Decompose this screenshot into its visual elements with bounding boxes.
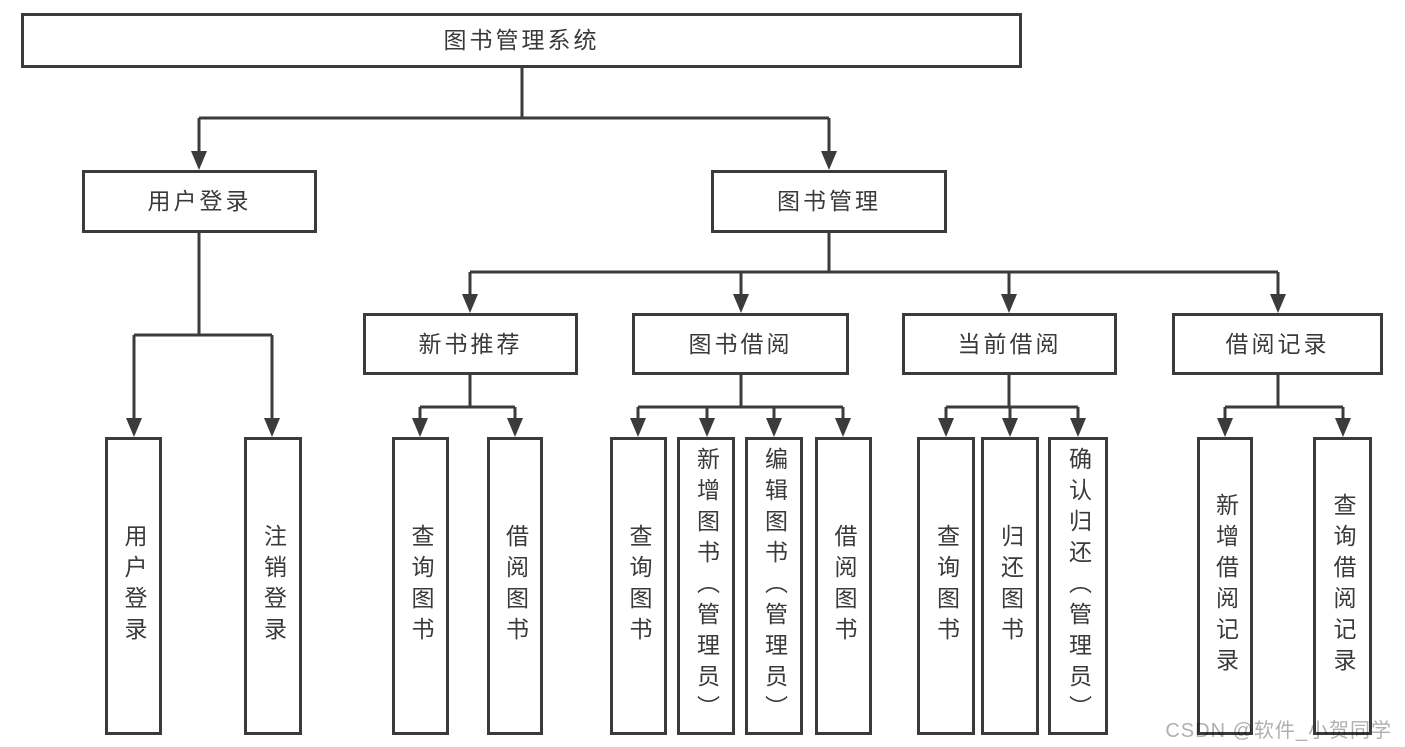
arrow-icon: [733, 294, 749, 313]
arrow-icon: [835, 418, 851, 437]
leaf-query-books-borrow: 查询图书: [610, 437, 667, 735]
leaf-borrow-books: 借阅图书: [815, 437, 872, 735]
arrow-icon: [630, 418, 646, 437]
node-new-book-recommend-label: 新书推荐: [418, 330, 523, 357]
leaf-add-books-admin: 新增图书（管理员）: [677, 437, 735, 735]
arrow-icon: [699, 418, 715, 437]
connector-book-borrow-children: [636, 375, 845, 420]
node-root-system-label: 图书管理系统: [443, 27, 600, 53]
node-user-login: 用户登录: [82, 170, 317, 233]
connector-root-to-level2: [197, 68, 831, 153]
leaf-confirm-return-admin: 确认归还（管理员）: [1048, 437, 1108, 735]
node-book-management: 图书管理: [711, 170, 947, 233]
leaf-user-login: 用户登录: [105, 437, 162, 735]
csdn-watermark: CSDN @软件_小贺同学: [1165, 720, 1392, 742]
arrow-icon: [412, 418, 428, 437]
arrow-icon: [264, 418, 280, 437]
connector-new-book-recommend-children: [418, 375, 517, 420]
leaf-return-books-label: 归还图书: [997, 524, 1024, 648]
arrow-icon: [1217, 418, 1233, 437]
leaf-query-books-current: 查询图书: [917, 437, 975, 735]
arrow-icon: [821, 151, 837, 170]
leaf-return-books: 归还图书: [981, 437, 1039, 735]
arrow-icon: [1002, 418, 1018, 437]
leaf-edit-books-admin-label: 编辑图书（管理员）: [761, 446, 788, 726]
arrow-icon: [462, 294, 478, 313]
arrow-icon: [1001, 294, 1017, 313]
arrow-icon: [1335, 418, 1351, 437]
arrow-icon: [191, 151, 207, 170]
leaf-add-books-admin-label: 新增图书（管理员）: [693, 446, 720, 726]
node-book-borrow-label: 图书借阅: [688, 330, 793, 357]
node-current-borrow: 当前借阅: [902, 313, 1117, 375]
arrow-icon: [126, 418, 142, 437]
node-book-management-label: 图书管理: [777, 188, 881, 214]
leaf-edit-books-admin: 编辑图书（管理员）: [745, 437, 803, 735]
leaf-borrow-books-label: 借阅图书: [831, 524, 857, 648]
connector-current-borrow-children: [944, 375, 1080, 420]
node-user-login-label: 用户登录: [147, 188, 252, 214]
leaf-add-borrow-record-label: 新增借阅记录: [1212, 493, 1239, 679]
leaf-query-books-current-label: 查询图书: [933, 524, 960, 648]
arrow-icon: [1070, 418, 1086, 437]
arrow-icon: [507, 418, 523, 437]
node-borrow-records: 借阅记录: [1172, 313, 1383, 375]
node-borrow-records-label: 借阅记录: [1225, 330, 1330, 357]
leaf-confirm-return-admin-label: 确认归还（管理员）: [1065, 446, 1092, 726]
node-root-system: 图书管理系统: [21, 13, 1022, 68]
node-current-borrow-label: 当前借阅: [957, 330, 1062, 357]
connector-user-login-children: [132, 233, 274, 420]
leaf-query-books-borrow-label: 查询图书: [626, 524, 652, 648]
leaf-logout-login: 注销登录: [244, 437, 302, 735]
node-new-book-recommend: 新书推荐: [363, 313, 578, 375]
arrowheads: [126, 151, 1351, 437]
leaf-query-books-recommend-label: 查询图书: [408, 524, 434, 648]
leaf-user-login-label: 用户登录: [121, 524, 147, 648]
leaf-query-borrow-record: 查询借阅记录: [1313, 437, 1372, 735]
connector-borrow-records-children: [1223, 375, 1345, 420]
leaf-query-books-recommend: 查询图书: [392, 437, 449, 735]
leaf-add-borrow-record: 新增借阅记录: [1197, 437, 1253, 735]
leaf-logout-login-label: 注销登录: [260, 524, 287, 648]
leaf-query-borrow-record-label: 查询借阅记录: [1330, 493, 1356, 679]
node-book-borrow: 图书借阅: [632, 313, 849, 375]
connector-book-management-children: [468, 232, 1280, 296]
arrow-icon: [938, 418, 954, 437]
arrow-icon: [1270, 294, 1286, 313]
arrow-icon: [766, 418, 782, 437]
leaf-borrow-books-recommend: 借阅图书: [487, 437, 543, 735]
leaf-borrow-books-recommend-label: 借阅图书: [502, 524, 529, 648]
